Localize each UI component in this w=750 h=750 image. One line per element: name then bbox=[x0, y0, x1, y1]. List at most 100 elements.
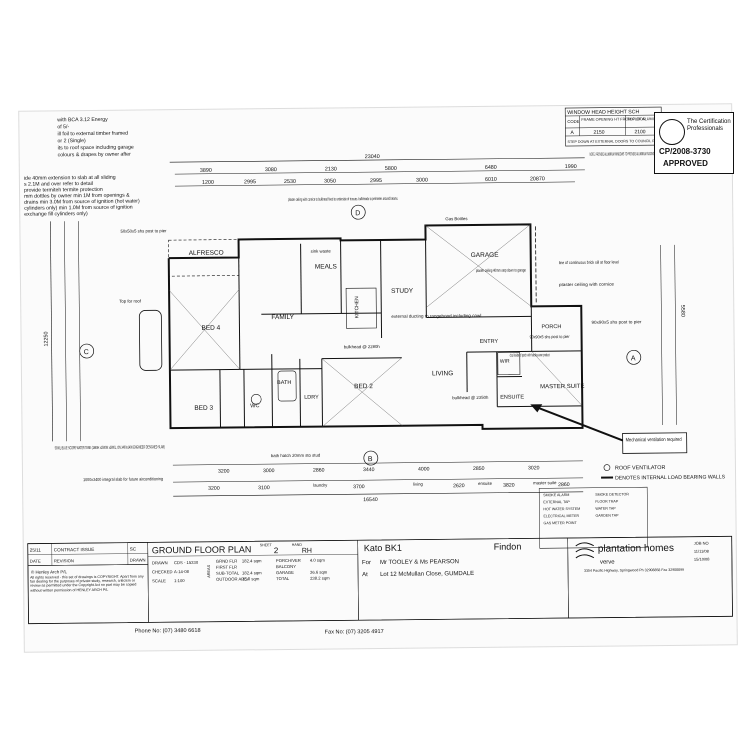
windows-note: NOTE: PROVIDE ALUMINIUM WINDOWS TO PROVI… bbox=[590, 151, 710, 157]
svg-text:JOB NO: JOB NO bbox=[694, 541, 709, 546]
svg-text:5580: 5580 bbox=[679, 305, 685, 317]
certification-name: The Certification Professionals bbox=[687, 119, 731, 132]
svg-text:ROOF VENTILATOR: ROOF VENTILATOR bbox=[615, 465, 666, 472]
outer-walls bbox=[167, 223, 584, 430]
floor-plan-sheet: with BCA 3.12 Energy of 5/- ill foil to … bbox=[19, 104, 737, 652]
left-dimensions: 12250 bbox=[43, 221, 81, 442]
room-living: LIVING bbox=[432, 370, 453, 377]
certification-status: APPROVED bbox=[663, 159, 708, 168]
svg-text:3050: 3050 bbox=[324, 178, 336, 184]
svg-text:DATE: DATE bbox=[30, 559, 41, 564]
svg-text:6010: 6010 bbox=[485, 177, 497, 183]
svg-text:laundry: laundry bbox=[313, 483, 328, 488]
room-labels: ALFRESCO FAMILY MEALS KITCHEN STUDY GARA… bbox=[189, 250, 585, 412]
svg-text:HOT WATER SYSTEM: HOT WATER SYSTEM bbox=[543, 507, 580, 511]
top-dimensions: 23040 3890 3080 2130 5800 6480 1990 1200… bbox=[169, 154, 585, 187]
grid-bubble-a bbox=[626, 349, 642, 365]
note-line: colours & drapes by owner after bbox=[58, 152, 132, 159]
svg-text:3354 Pacific Highway, Springwo: 3354 Pacific Highway, Springwood Ph 3290… bbox=[584, 568, 684, 573]
svg-text:external ducting to rangehood: external ducting to rangehood including … bbox=[391, 313, 481, 319]
svg-text:1:100: 1:100 bbox=[174, 578, 185, 583]
svg-text:SUB-TOTAL: SUB-TOTAL bbox=[216, 570, 240, 575]
note-line: ide 40mm extension to slab at all slidin… bbox=[24, 175, 116, 182]
certification-logo-icon bbox=[659, 119, 685, 145]
kitchen-bench bbox=[345, 287, 377, 329]
svg-text:2100: 2100 bbox=[634, 129, 645, 135]
svg-text:2850: 2850 bbox=[473, 466, 485, 472]
right-dimensions: 5580 bbox=[660, 244, 685, 426]
svg-text:DRAWN: DRAWN bbox=[152, 560, 168, 565]
room-entry: ENTRY bbox=[480, 339, 499, 345]
house-name: Kato BK1 bbox=[364, 543, 402, 553]
svg-text:EXTERNAL TAP: EXTERNAL TAP bbox=[543, 500, 570, 504]
room-bed4: BED 4 bbox=[201, 325, 220, 332]
svg-text:3000: 3000 bbox=[263, 468, 275, 474]
svg-text:Lot 12 McMullan Close, GUMDALE: Lot 12 McMullan Close, GUMDALE bbox=[380, 571, 474, 578]
svg-text:AREAS: AREAS bbox=[207, 564, 211, 577]
svg-text:GAS METER POINT: GAS METER POINT bbox=[544, 521, 578, 525]
copyright-text: All rights reserved - this set of drawin… bbox=[30, 574, 144, 593]
water-tank bbox=[138, 309, 163, 371]
svg-text:6480: 6480 bbox=[485, 165, 497, 171]
svg-text:OUTDOOR AREA: OUTDOOR AREA bbox=[216, 576, 250, 581]
facade-name: Findon bbox=[494, 542, 522, 552]
svg-text:STEP DOWN AT EXTERNAL DOORS TO: STEP DOWN AT EXTERNAL DOORS TO COUNCIL R… bbox=[568, 139, 682, 144]
svg-text:For: For bbox=[362, 560, 371, 566]
svg-text:SMOKE ALARM: SMOKE ALARM bbox=[543, 493, 569, 497]
note-line: with BCA 3.12 Energy bbox=[57, 117, 108, 124]
svg-text:WATER TAP: WATER TAP bbox=[595, 507, 616, 511]
svg-text:SCALE: SCALE bbox=[152, 578, 166, 583]
svg-text:FIRST FLR: FIRST FLR bbox=[216, 564, 237, 569]
svg-text:2860: 2860 bbox=[558, 482, 570, 488]
title-block: 25/11 CONTRACT ISSUE SC DATE REVISION DR… bbox=[27, 535, 733, 625]
room-ensuite: ENSUITE bbox=[500, 394, 524, 400]
svg-text:90x90x5 shs post to pier: 90x90x5 shs post to pier bbox=[591, 319, 642, 325]
svg-text:FRAME OPENING HT FROM FLOOR: FRAME OPENING HT FROM FLOOR bbox=[581, 117, 646, 122]
shower bbox=[497, 352, 521, 376]
svg-text:Fax No: (07) 3205 4917: Fax No: (07) 3205 4917 bbox=[325, 629, 384, 636]
mech-vent-callout: Mechanical ventilation required bbox=[530, 404, 688, 454]
svg-text:plaster ceiling 40mm step down: plaster ceiling 40mm step down to garage bbox=[476, 267, 526, 273]
svg-text:B: B bbox=[368, 456, 373, 463]
certification-stamp: The Certification Professionals CP/2008-… bbox=[654, 112, 734, 174]
svg-text:2530: 2530 bbox=[284, 179, 296, 185]
svg-text:CONTRACT ISSUE: CONTRACT ISSUE bbox=[54, 547, 95, 552]
svg-text:5000L BLUE SCOPE WATER TANK (1: 5000L BLUE SCOPE WATER TANK (1880H x1500… bbox=[55, 444, 165, 450]
svg-text:16540: 16540 bbox=[363, 497, 378, 503]
svg-text:TOP OF ALUMINIUM: TOP OF ALUMINIUM bbox=[627, 117, 663, 121]
svg-text:clad inside of porch with hard: clad inside of porch with hardies eave p… bbox=[510, 352, 550, 357]
room-master: MASTER SUITE bbox=[540, 384, 584, 390]
room-meals: MEALS bbox=[315, 263, 338, 270]
room-wc: WC bbox=[250, 403, 259, 409]
svg-text:2995: 2995 bbox=[370, 178, 382, 184]
svg-text:3020: 3020 bbox=[528, 465, 540, 471]
svg-text:C: C bbox=[84, 349, 89, 356]
svg-text:CDS - 15330: CDS - 15330 bbox=[174, 560, 199, 565]
svg-text:2620: 2620 bbox=[453, 483, 465, 489]
svg-text:1990: 1990 bbox=[565, 164, 577, 170]
svg-text:GRND FLR: GRND FLR bbox=[216, 558, 237, 563]
note-line: exchange fill cylinders only) bbox=[24, 211, 88, 218]
bathtub bbox=[277, 370, 297, 402]
svg-text:CHECKED: CHECKED bbox=[152, 569, 173, 574]
svg-text:2: 2 bbox=[274, 546, 279, 555]
svg-text:bath hatch 20mm sto stud: bath hatch 20mm sto stud bbox=[271, 453, 321, 459]
svg-text:TOTAL: TOTAL bbox=[276, 576, 290, 581]
svg-text:23040: 23040 bbox=[365, 154, 380, 160]
note-line: its to roof space including garage bbox=[58, 145, 134, 152]
room-wir: WIR bbox=[500, 359, 510, 365]
room-ldry: LDRY bbox=[304, 395, 319, 401]
ceiling-diagonals bbox=[168, 224, 583, 427]
room-alfresco: ALFRESCO bbox=[189, 250, 224, 257]
grid-bubble-c bbox=[79, 343, 95, 359]
svg-text:verve: verve bbox=[600, 560, 615, 566]
grid-bubbles bbox=[79, 204, 642, 466]
svg-text:5800: 5800 bbox=[385, 166, 397, 172]
svg-text:50x50x5 shs post to pier: 50x50x5 shs post to pier bbox=[120, 228, 167, 233]
svg-text:2130: 2130 bbox=[325, 166, 337, 172]
svg-text:FLOOR TRAP: FLOOR TRAP bbox=[595, 499, 619, 503]
svg-text:PORCH/VER: PORCH/VER bbox=[276, 558, 301, 563]
bottom-dimensions: 3200 3000 2860 3440 4000 2850 3020 3200 … bbox=[172, 460, 584, 503]
alfresco-outline bbox=[168, 239, 240, 277]
garage-door bbox=[535, 226, 537, 305]
